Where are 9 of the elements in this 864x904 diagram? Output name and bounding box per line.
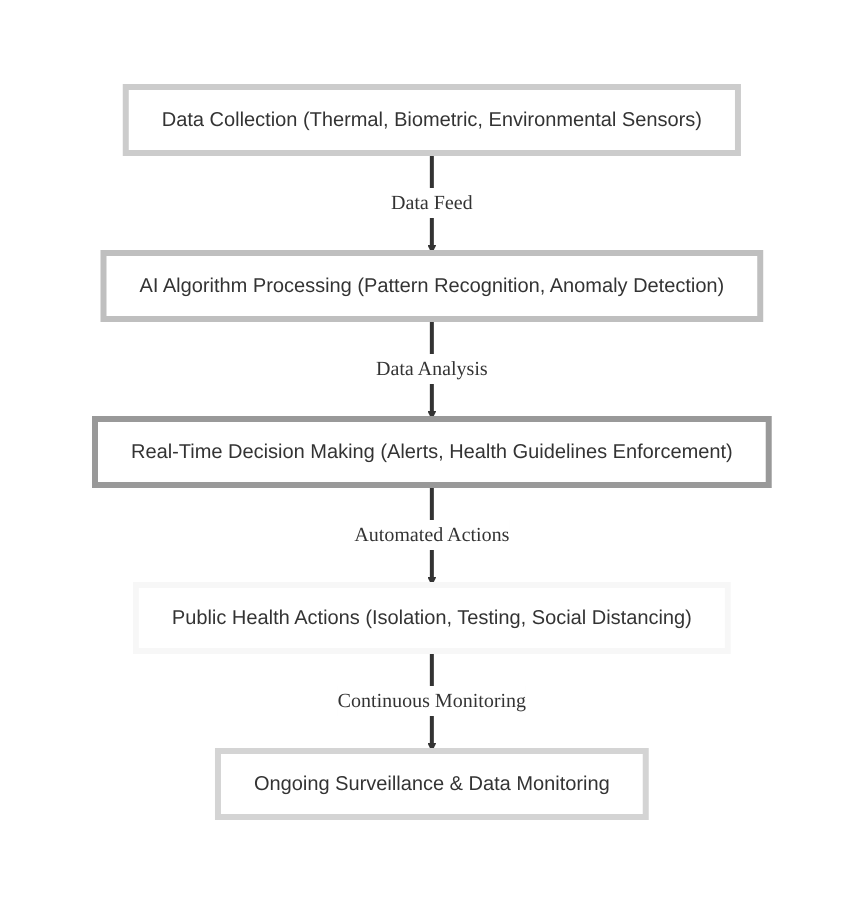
edge-label: Automated Actions [354, 524, 510, 546]
edge-label: Continuous Monitoring [338, 690, 526, 712]
node-box: Real-Time Decision Making (Alerts, Health Guidelines Enforcement) [92, 416, 772, 488]
node-box: AI Algorithm Processing (Pattern Recognition, Anomaly Detection) [100, 250, 764, 322]
node-box: Data Collection (Thermal, Biometric, Environmental Sensors) [122, 84, 742, 156]
edge-label: Data Analysis [376, 358, 488, 380]
edge-label: Data Feed [391, 192, 473, 214]
node-box: Ongoing Surveillance & Data Monitoring [215, 748, 649, 820]
node-box: Public Health Actions (Isolation, Testing, Social Distancing) [133, 582, 731, 654]
